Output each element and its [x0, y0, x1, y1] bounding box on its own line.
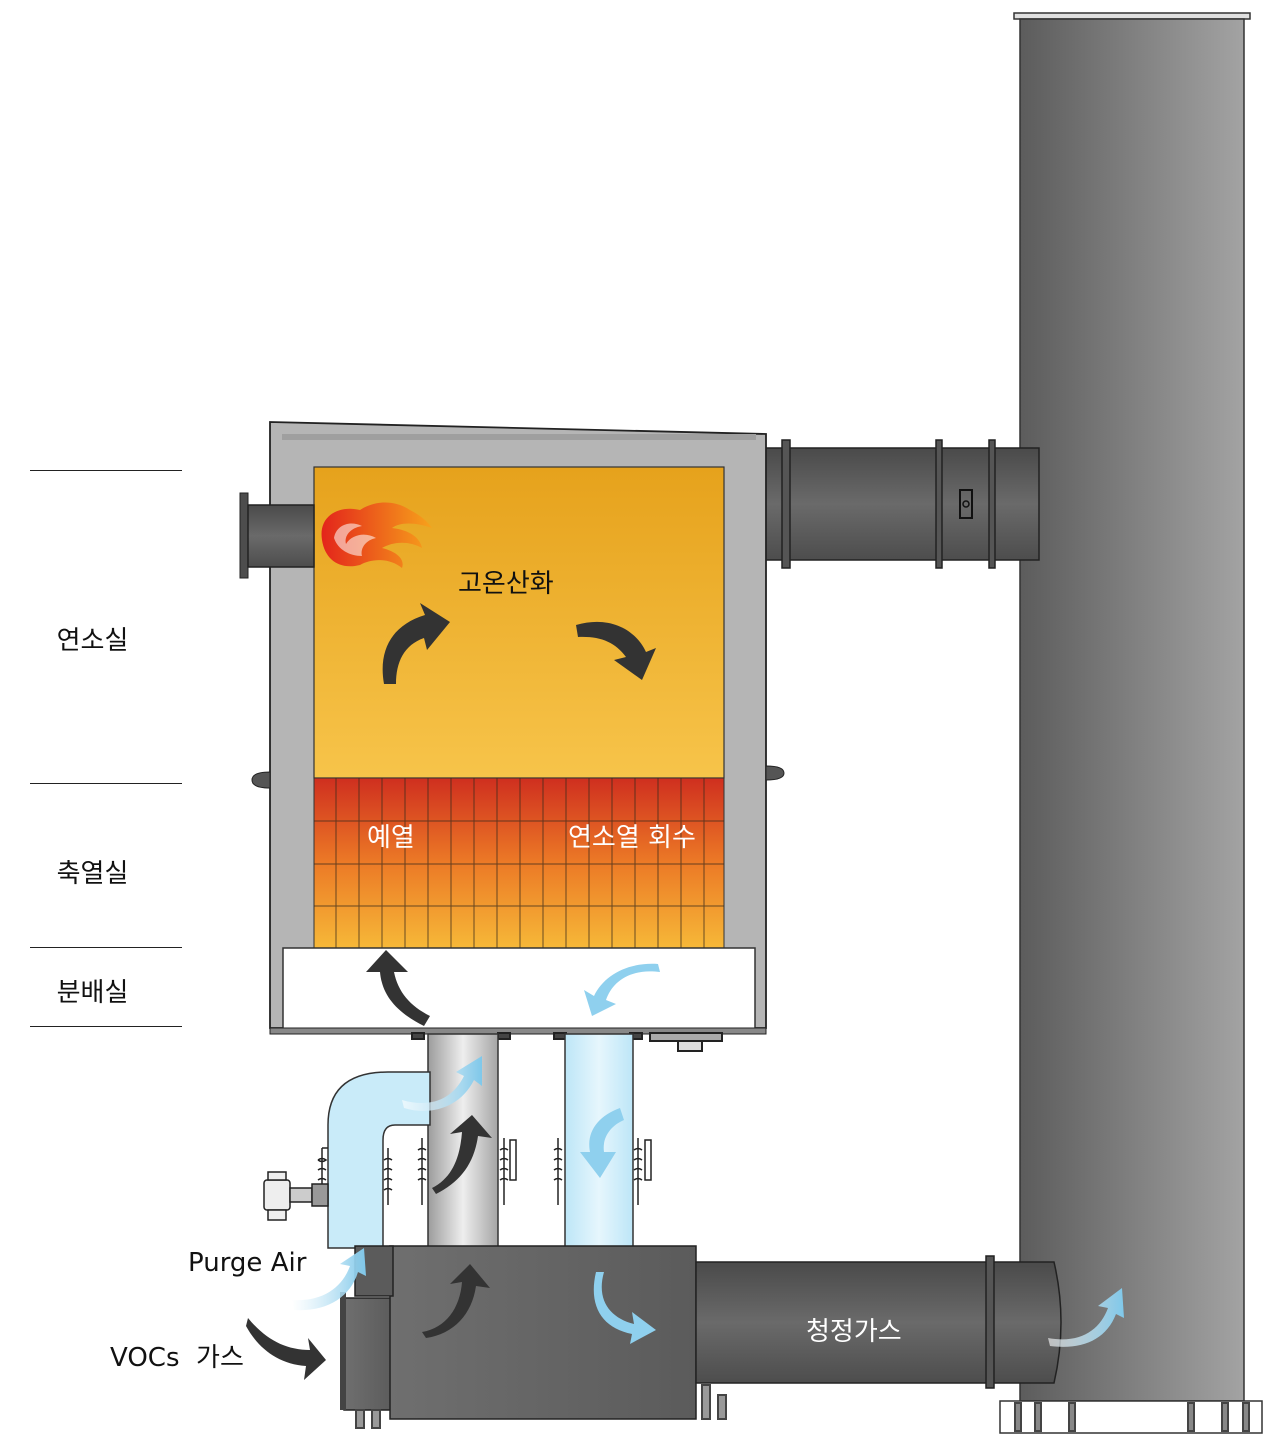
- zone-label-combustion: 연소실: [56, 626, 129, 656]
- burner: [239, 492, 315, 579]
- flow-arrow-outlet-pipe-down: [580, 1108, 624, 1178]
- top-exhaust-duct: [756, 439, 1040, 569]
- clean-gas-duct: [695, 1255, 1062, 1389]
- label-clean-gas: 청정가스: [806, 1317, 902, 1347]
- zone-divider: [30, 783, 182, 784]
- flow-arrow-up-left: [382, 603, 450, 684]
- rto-chamber: [251, 421, 785, 1035]
- distribution-chamber: [282, 947, 756, 1032]
- zone-label-heat-storage: 축열실: [56, 859, 129, 889]
- label-high-temp-oxidation: 고온산화: [458, 569, 554, 599]
- inlet-box: [340, 1245, 727, 1429]
- label-vocs-gas: VOCs 가스: [110, 1343, 244, 1373]
- label-purge-air: Purge Air: [188, 1248, 307, 1278]
- flow-arrow-down-right: [576, 621, 656, 680]
- valve-actuators: [317, 1138, 652, 1205]
- flow-arrow-base-up: [422, 1264, 490, 1338]
- purge-air-pipe: [327, 1071, 431, 1249]
- flame-icon: [321, 502, 432, 568]
- zone-divider: [30, 1026, 182, 1027]
- label-heat-recovery: 연소열 회수: [568, 823, 696, 853]
- flow-arrow-vocs-in: [246, 1318, 326, 1380]
- flow-arrow-purge-in: [292, 1248, 366, 1311]
- zone-divider: [30, 470, 182, 471]
- exhaust-stack: [999, 12, 1263, 1434]
- purge-damper-motor: [263, 1171, 329, 1221]
- flow-arrow-riser-up: [432, 1115, 492, 1194]
- flow-arrow-inlet-up: [366, 950, 430, 1026]
- ceramic-heat-media: [313, 777, 725, 949]
- zone-divider: [30, 947, 182, 948]
- label-preheat: 예열: [367, 823, 415, 853]
- flow-arrow-base-outlet: [593, 1272, 656, 1344]
- flow-arrow-stack-in: [1048, 1288, 1124, 1347]
- zone-label-distribution: 분배실: [56, 978, 129, 1008]
- flow-arrow-outlet-down: [584, 963, 660, 1016]
- flow-arrow-purge-riser: [402, 1056, 482, 1111]
